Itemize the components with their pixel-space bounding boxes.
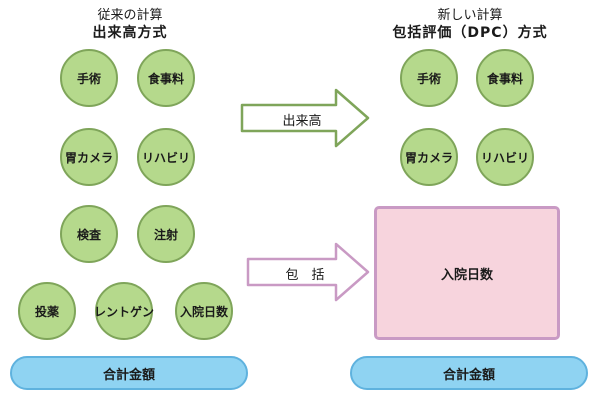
right-subtitle: 新しい計算 [437,8,503,23]
left-item-hospital-days: 入院日数 [175,282,233,340]
top-arrow-shape [240,88,370,148]
right-total: 合計金額 [350,356,588,390]
right-item-surgery: 手術 [400,49,458,107]
right-hospital-days-box: 入院日数 [374,206,560,340]
left-item-exam: 検査 [60,205,118,263]
left-item-medication: 投薬 [18,282,76,340]
right-item-meals: 食事料 [476,49,534,107]
left-item-rehab: リハビリ [137,128,195,186]
left-total: 合計金額 [10,356,248,390]
left-item-gastroscopy: 胃カメラ [60,128,118,186]
top-arrow-label: 出来高 [282,114,322,129]
left-subtitle: 従来の計算 [97,8,163,23]
bottom-arrow-shape [246,242,370,302]
bottom-arrow-label: 包 括 [285,268,325,283]
left-title: 出来高方式 [92,25,168,41]
right-title: 包括評価（DPC）方式 [392,25,548,41]
left-item-injection: 注射 [137,205,195,263]
left-item-xray: レントゲン [94,282,154,340]
right-item-rehab: リハビリ [476,128,534,186]
right-item-gastroscopy: 胃カメラ [400,128,458,186]
left-item-surgery: 手術 [60,49,118,107]
left-item-meals: 食事料 [137,49,195,107]
